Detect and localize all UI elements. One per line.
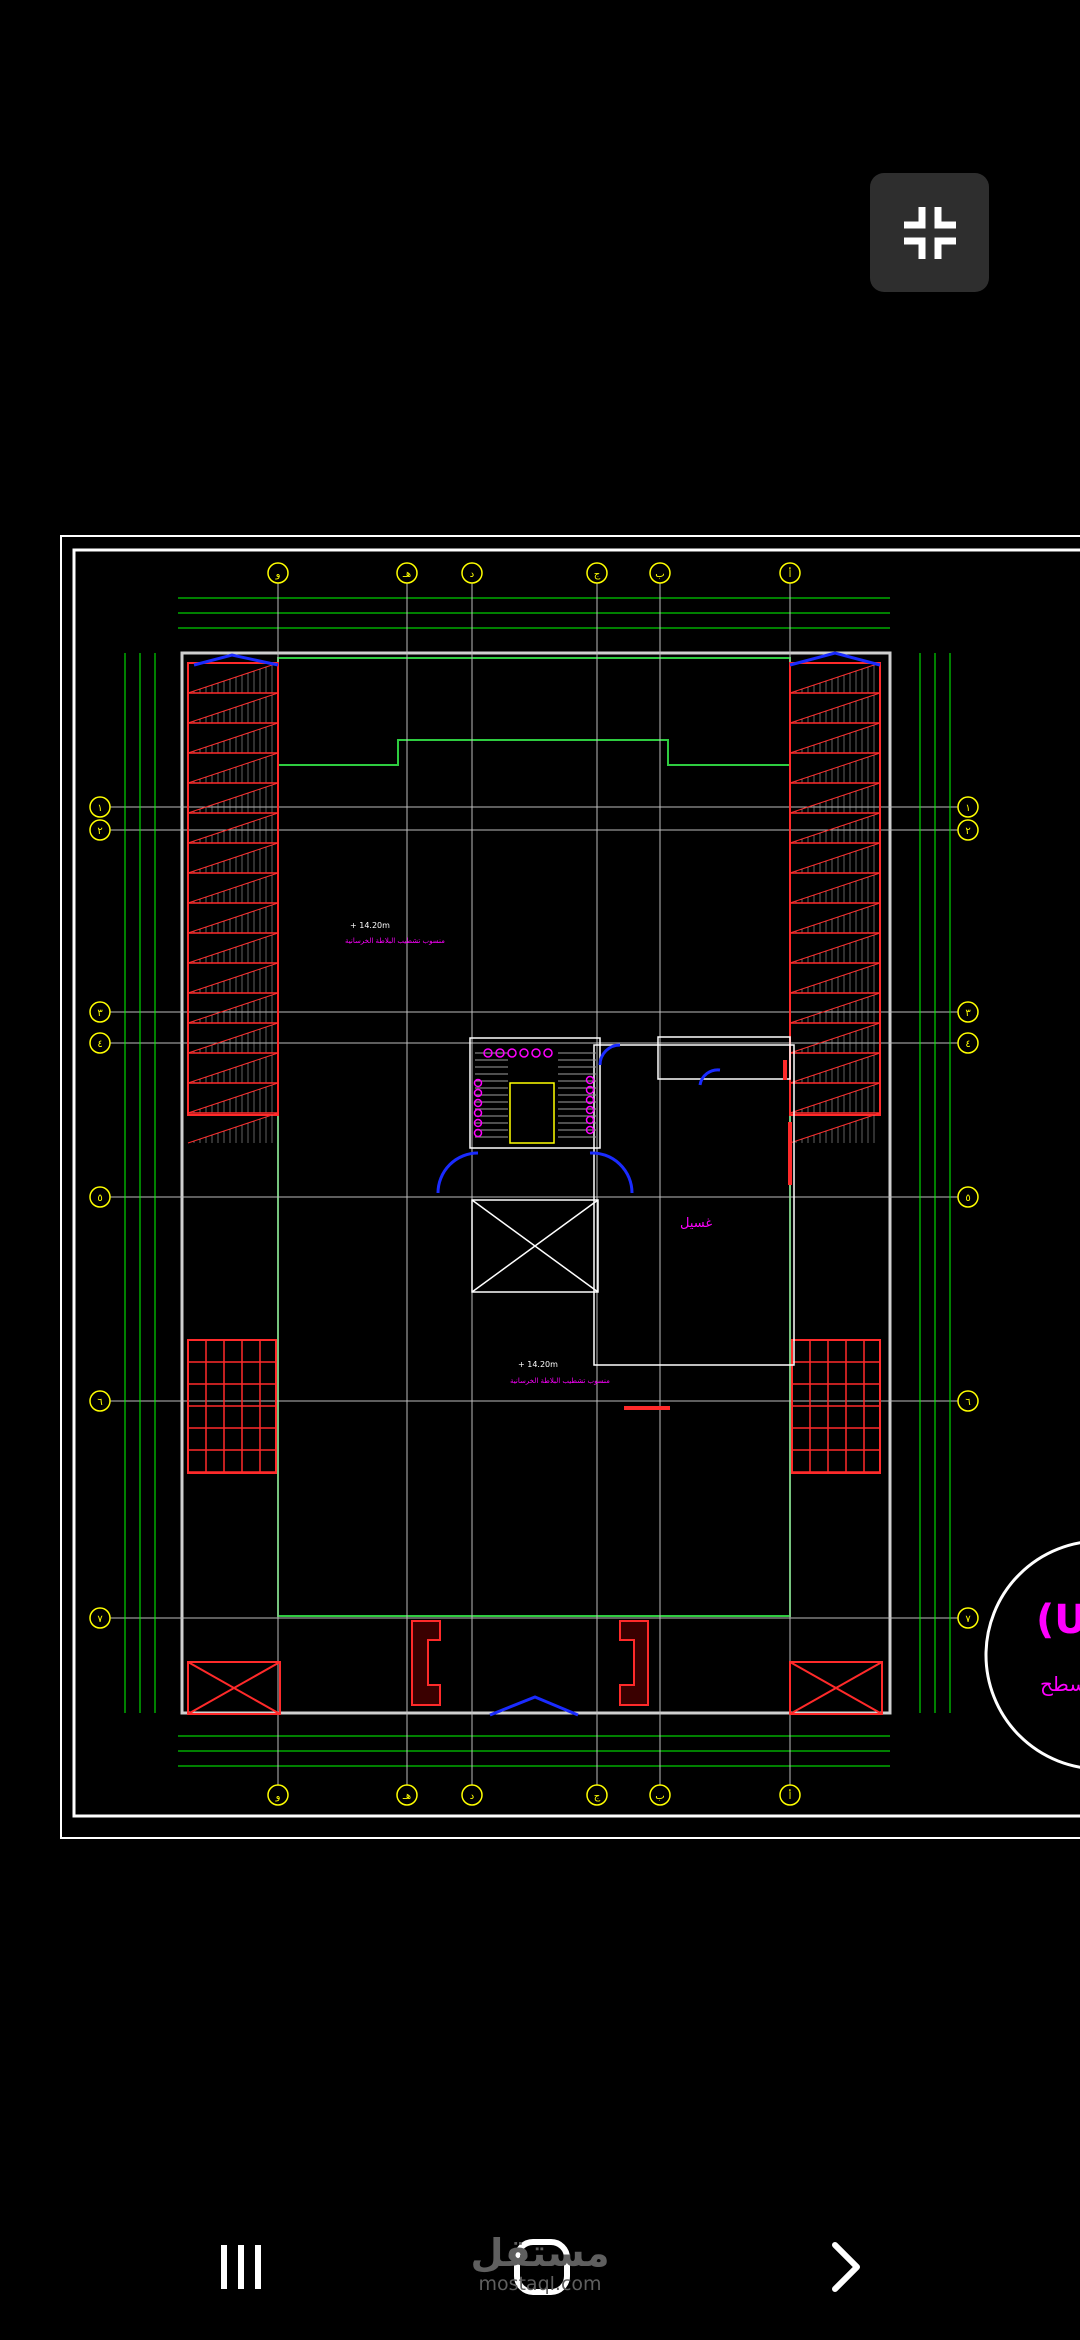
svg-text:٦: ٦ xyxy=(97,1397,102,1408)
svg-text:٧: ٧ xyxy=(97,1614,103,1625)
grid-bubble-bottom: هـ xyxy=(396,1784,418,1806)
grid-bubble-right: ١ xyxy=(957,796,979,818)
grid-bubble-left: ٥ xyxy=(89,1186,111,1208)
grid-bubbles-bottom: و هـ د ج ب أ xyxy=(267,1784,801,1806)
vertical-grid-lines xyxy=(277,570,791,1795)
building-outline xyxy=(180,651,892,1715)
horizontal-grid-lines xyxy=(95,806,970,1619)
stair-core xyxy=(469,1036,795,1366)
corner-box-right xyxy=(789,1661,883,1715)
grid-bubble-left: ٧ xyxy=(89,1607,111,1629)
stair-markers xyxy=(473,1048,595,1138)
grid-bubble-right: ٢ xyxy=(957,819,979,841)
bottom-pilasters xyxy=(411,1620,649,1706)
svg-text:ج: ج xyxy=(594,569,601,580)
title-subtext-partial: ف السطح xyxy=(1040,1672,1080,1696)
side-dimensions xyxy=(124,653,951,1713)
room-label-laundry: غسيل xyxy=(680,1216,712,1231)
back-icon xyxy=(832,2242,860,2292)
grid-bubble-left: ٦ xyxy=(89,1390,111,1412)
level-marker-top: + 14.20m xyxy=(350,921,390,930)
exit-fullscreen-button[interactable] xyxy=(870,173,989,292)
title-text-partial: (U xyxy=(1036,1597,1080,1643)
home-icon xyxy=(514,2239,570,2295)
grid-bubble-right: ٥ xyxy=(957,1186,979,1208)
level-note-mid: منسوب تشطيب البلاطة الخرسانية xyxy=(510,1377,610,1385)
roof-setback xyxy=(278,739,790,766)
svg-text:أ: أ xyxy=(789,567,792,580)
roof-parapet xyxy=(277,657,791,1617)
grid-bubble-right: ٤ xyxy=(957,1032,979,1054)
system-navigation-bar xyxy=(0,2200,1080,2340)
svg-text:و: و xyxy=(275,1791,281,1802)
grid-bubble-left: ١ xyxy=(89,796,111,818)
svg-text:د: د xyxy=(470,1791,474,1802)
svg-text:٣: ٣ xyxy=(97,1008,103,1019)
svg-text:٢: ٢ xyxy=(965,826,970,837)
door-swings xyxy=(193,651,881,1717)
grid-bubbles-right: ١ ٢ ٣ ٤ ٥ ٦ ٧ xyxy=(957,796,979,1629)
svg-text:٥: ٥ xyxy=(97,1193,102,1204)
svg-text:٦: ٦ xyxy=(965,1397,970,1408)
home-button[interactable] xyxy=(482,2222,602,2312)
grid-bubble-top: هـ xyxy=(396,562,418,584)
back-button[interactable] xyxy=(785,2222,905,2312)
svg-text:ب: ب xyxy=(655,1791,664,1802)
svg-text:هـ: هـ xyxy=(402,569,411,580)
grid-bubble-bottom: ب xyxy=(649,1784,671,1806)
exit-fullscreen-icon xyxy=(903,206,956,259)
svg-text:د: د xyxy=(470,569,474,580)
svg-text:ج: ج xyxy=(594,1791,601,1802)
grid-bubbles-left: ١ ٢ ٣ ٤ ٥ ٦ ٧ xyxy=(89,796,111,1629)
svg-text:١: ١ xyxy=(965,803,970,814)
grid-bubble-top: ب xyxy=(649,562,671,584)
grid-bubble-top: ج xyxy=(586,562,608,584)
left-grating xyxy=(187,1339,277,1474)
grid-bubble-left: ٣ xyxy=(89,1001,111,1023)
red-walls xyxy=(624,1060,792,1410)
grid-bubble-right: ٦ xyxy=(957,1390,979,1412)
svg-text:٤: ٤ xyxy=(965,1039,970,1050)
svg-text:٤: ٤ xyxy=(97,1039,102,1050)
svg-text:٢: ٢ xyxy=(97,826,102,837)
level-note-top: منسوب تشطيب البلاطة الخرسانية xyxy=(345,937,445,945)
grid-bubble-bottom: ج xyxy=(586,1784,608,1806)
floor-plan-drawing: + 14.20m منسوب تشطيب البلاطة الخرسانية +… xyxy=(60,535,1080,1839)
grid-bubble-left: ٤ xyxy=(89,1032,111,1054)
recent-apps-icon xyxy=(221,2245,261,2289)
svg-text:١: ١ xyxy=(97,803,102,814)
svg-text:٥: ٥ xyxy=(965,1193,970,1204)
grid-bubble-right: ٧ xyxy=(957,1607,979,1629)
drawing-viewer[interactable]: + 14.20m منسوب تشطيب البلاطة الخرسانية +… xyxy=(0,525,1080,1845)
title-circle xyxy=(984,1541,1080,1769)
svg-text:أ: أ xyxy=(789,1789,792,1802)
svg-text:٣: ٣ xyxy=(965,1008,971,1019)
sheet-frame-outer xyxy=(60,535,1080,1839)
left-hatch-panel xyxy=(187,662,279,1144)
sheet-frame-inner xyxy=(72,548,1080,1818)
grid-bubble-bottom: د xyxy=(461,1784,483,1806)
grid-bubble-bottom: و xyxy=(267,1784,289,1806)
grid-bubble-top: د xyxy=(461,562,483,584)
corner-box-left xyxy=(187,1661,281,1715)
grid-bubble-bottom: أ xyxy=(779,1784,801,1806)
svg-text:٧: ٧ xyxy=(965,1614,971,1625)
grid-bubble-left: ٢ xyxy=(89,819,111,841)
right-grating xyxy=(791,1339,881,1474)
grid-bubble-top: أ xyxy=(779,562,801,584)
grid-bubbles-top: و هـ د ج ب أ xyxy=(267,562,801,584)
grid-bubble-top: و xyxy=(267,562,289,584)
grid-bubble-right: ٣ xyxy=(957,1001,979,1023)
level-marker-mid: + 14.20m xyxy=(518,1360,558,1369)
svg-text:ب: ب xyxy=(655,569,664,580)
stair-treads xyxy=(475,1052,596,1138)
top-dimensions xyxy=(178,597,890,1767)
recent-apps-button[interactable] xyxy=(181,2222,301,2312)
right-hatch-panel xyxy=(789,662,881,1144)
svg-text:هـ: هـ xyxy=(402,1791,411,1802)
svg-text:و: و xyxy=(275,569,281,580)
